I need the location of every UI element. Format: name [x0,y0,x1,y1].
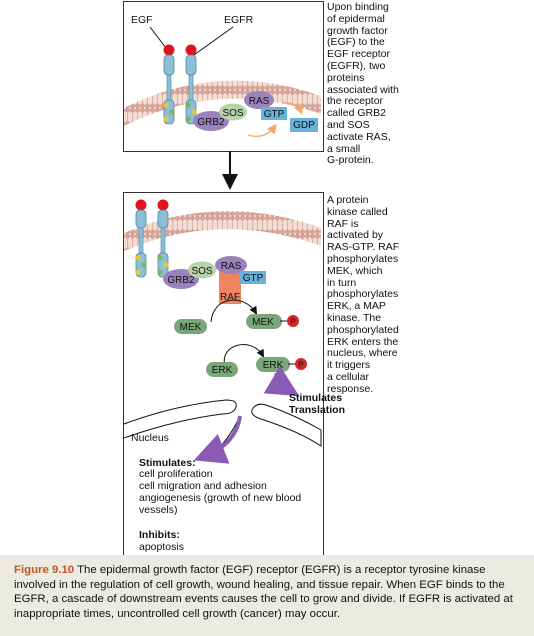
bottom-membrane [124,211,321,251]
phosphate-mek [287,315,299,327]
gdp-to-gtp-arrow [247,123,277,138]
grb2-top: GRB2 [193,111,229,131]
bottom-description: A protein kinase called RAF is activated… [327,194,400,395]
stimulates-item: cell proliferation [139,468,213,480]
sos-top: SOS [219,103,247,121]
egf-label: EGF [131,14,153,26]
egf-ligand [163,44,175,56]
erk-phosphorylated: ERK P [256,357,307,372]
stimulates-title: Stimulates: [139,457,196,469]
egf-ligand-2 [185,44,197,56]
raf-box: RAF [219,266,241,304]
svg-text:GTP: GTP [243,273,264,284]
inhibits-item: apoptosis [139,541,184,553]
sos-bottom: SOS [188,261,216,279]
svg-text:P: P [290,317,296,327]
mek-phosphorylated: MEK P [246,314,299,329]
svg-text:SOS: SOS [191,266,212,277]
egfr-label: EGFR [224,14,254,26]
svg-text:SOS: SOS [222,108,243,119]
figure-label: Figure 9.10 [14,564,75,576]
nuclear-envelope [123,399,322,447]
signaling-diagram: EGF EGFR GRB2 SOS RAS GTP GDP [123,14,345,553]
erk-translation-arrow [263,365,300,397]
svg-text:MEK: MEK [180,322,202,333]
stimulates-item: cell migration and adhesion [139,480,267,492]
gtp-bottom: GTP [240,271,266,284]
top-membrane [124,80,321,126]
gtp-to-gdp-arrow [281,102,303,115]
svg-text:ERK: ERK [263,360,284,371]
inhibits-title: Inhibits: [139,529,180,541]
svg-text:ERK: ERK [212,365,233,376]
svg-text:GTP: GTP [264,109,285,120]
svg-text:GRB2: GRB2 [197,117,225,128]
nucleus-label: Nucleus [131,432,169,444]
mek-unphosphorylated: MEK [174,319,207,334]
gdp-top: GDP [290,118,318,132]
stimulates-translation-label-2: Translation [289,404,345,416]
erk-unphosphorylated: ERK [206,362,238,377]
svg-text:RAF: RAF [220,292,240,303]
stimulates-translation-label: Stimulates [289,392,342,404]
gtp-top: GTP [261,107,287,120]
raf-to-mek-arrow [210,299,258,323]
caption-text: The epidermal growth factor (EGF) recept… [14,564,513,620]
egfr-receptor-bottom [135,199,169,278]
egfr-receptor-top [163,44,197,125]
svg-text:RAS: RAS [249,96,270,107]
stimulates-item: angiogenesis (growth of new blood [139,492,301,504]
svg-text:GDP: GDP [293,120,315,131]
ras-top: RAS [244,91,274,109]
egfr-pointer [193,26,234,56]
nucleus-response-arrow [193,415,242,464]
mek-to-erk-arrow [223,344,264,367]
top-description: Upon binding of epidermal growth factor … [327,1,399,167]
figure-caption: Figure 9.10 The epidermal growth factor … [0,555,534,636]
svg-text:P: P [298,360,304,370]
egf-pointer [149,26,167,49]
ras-bottom: RAS [215,256,247,274]
stimulates-item: vessels) [139,504,178,516]
svg-text:GRB2: GRB2 [167,275,195,286]
svg-text:RAS: RAS [221,261,242,272]
svg-text:MEK: MEK [252,317,274,328]
